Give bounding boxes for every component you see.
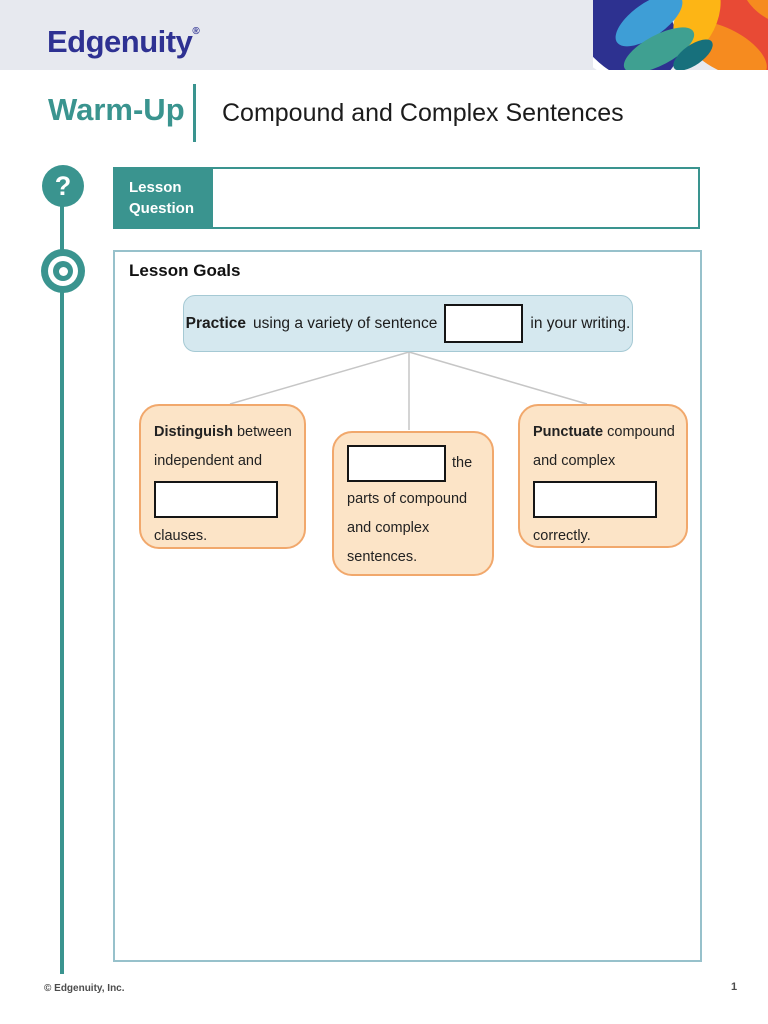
target-icon bbox=[41, 249, 85, 293]
goal-line: and complex bbox=[347, 520, 430, 536]
lesson-goals-box: Lesson Goals bbox=[113, 250, 702, 962]
registered-mark-icon: ® bbox=[192, 26, 200, 37]
goal-line: correctly. bbox=[533, 528, 591, 544]
goal-text: compound bbox=[607, 424, 675, 440]
title-divider bbox=[193, 84, 196, 142]
goal-line: sentences. bbox=[347, 549, 418, 565]
goal-box-punctuate: Punctuate compound and complex correctly… bbox=[518, 404, 688, 548]
warmup-kicker: Warm-Up bbox=[48, 92, 185, 127]
answer-blank[interactable] bbox=[347, 444, 446, 482]
lesson-goals-title: Lesson Goals bbox=[129, 261, 241, 280]
practice-lead-text: Practice bbox=[185, 314, 246, 332]
goal-line: independent and bbox=[154, 453, 263, 469]
pinwheel-petals-graphic bbox=[593, 0, 768, 70]
header-band: Edgenuity® bbox=[0, 0, 768, 70]
lesson-question-label: Lesson Question bbox=[115, 169, 213, 227]
goal-box-identify: the parts of compound and complex senten… bbox=[332, 431, 494, 576]
practice-before-text: using a variety of sentence bbox=[253, 314, 438, 332]
goal-line: clauses. bbox=[154, 528, 208, 544]
goal-text: the bbox=[452, 455, 473, 471]
page-title: Compound and Complex Sentences bbox=[222, 99, 624, 127]
edgenuity-logo: Edgenuity® bbox=[47, 24, 200, 60]
question-mark-glyph: ? bbox=[54, 170, 72, 201]
target-center bbox=[58, 266, 68, 276]
goal-line: Punctuate compound bbox=[533, 418, 676, 447]
goal-line: parts of compound bbox=[347, 491, 468, 507]
goal-line: and complex bbox=[533, 453, 616, 469]
lesson-question-blank[interactable] bbox=[213, 169, 698, 227]
answer-blank[interactable] bbox=[533, 481, 657, 518]
lesson-question-label-text: Lesson Question bbox=[129, 179, 195, 217]
target-ring-outer bbox=[48, 256, 78, 286]
goal-line: the bbox=[347, 444, 482, 483]
goal-lead-text: Distinguish bbox=[154, 424, 233, 440]
answer-blank[interactable] bbox=[154, 481, 278, 518]
question-mark-icon: ? bbox=[42, 165, 84, 207]
goal-lead-text: Punctuate bbox=[533, 424, 604, 440]
practice-goal-box: Practice using a variety of sentence in … bbox=[183, 295, 633, 352]
page-number: 1 bbox=[731, 981, 738, 993]
timeline-line bbox=[60, 186, 64, 974]
goal-line: Distinguish between bbox=[154, 418, 294, 447]
answer-blank[interactable] bbox=[444, 304, 524, 343]
lesson-question-box: Lesson Question bbox=[113, 167, 700, 229]
goal-text: between bbox=[236, 424, 292, 440]
target-ring-inner bbox=[53, 261, 73, 281]
practice-after-text: in your writing. bbox=[530, 314, 631, 332]
logo-text: Edgenuity bbox=[47, 24, 193, 59]
copyright-text: © Edgenuity, Inc. bbox=[44, 983, 125, 994]
goal-box-distinguish: Distinguish between independent and clau… bbox=[139, 404, 306, 549]
